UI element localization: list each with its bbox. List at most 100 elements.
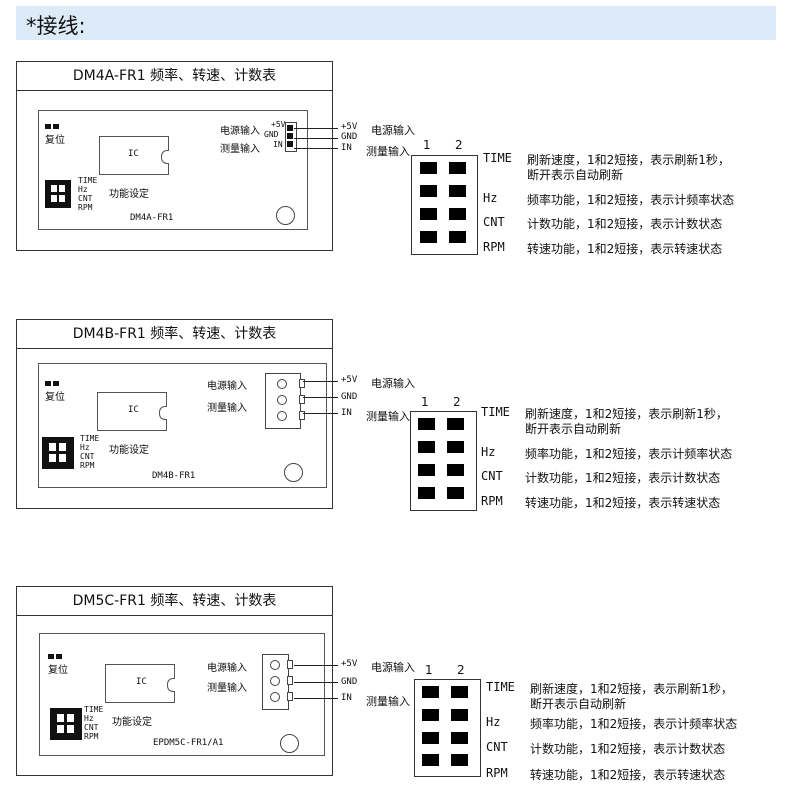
wire-in-label: IN bbox=[341, 408, 352, 418]
wire-measure-label: 测量输入 bbox=[366, 145, 410, 158]
jumper-pin-icon bbox=[447, 418, 464, 430]
jumper-pin-icon bbox=[418, 464, 435, 476]
jumper-col1-label: 1 bbox=[421, 395, 429, 409]
ic-chip: IC bbox=[97, 392, 167, 431]
panel-title: DM4A-FR1 频率、转速、计数表 bbox=[17, 62, 332, 91]
mode-desc-time: 刷新速度，1和2短接，表示刷新1秒， bbox=[530, 682, 733, 696]
mode-key-hz: Hz bbox=[481, 445, 496, 459]
terminal-screw-icon bbox=[270, 692, 280, 702]
mode-hz: Hz bbox=[78, 185, 88, 194]
mode-desc-hz: 频率功能，1和2短接，表示计频率状态 bbox=[525, 447, 733, 461]
terminal-tab-icon bbox=[287, 676, 293, 685]
jumper-pin-icon bbox=[449, 208, 466, 220]
measure-input-label: 测量输入 bbox=[207, 403, 247, 414]
ic-chip: IC bbox=[105, 664, 175, 703]
dip-switch-cell bbox=[57, 725, 64, 733]
wire-plus5v-label: +5V bbox=[341, 375, 358, 385]
terminal-screw-icon bbox=[270, 660, 280, 670]
mode-desc-rpm: 转速功能，1和2短接，表示转速状态 bbox=[527, 242, 723, 256]
dip-switch-cell bbox=[51, 195, 57, 202]
mode-time: TIME bbox=[84, 705, 104, 714]
panel-title: DM5C-FR1 频率、转速、计数表 bbox=[17, 587, 332, 616]
jumper-pin-icon bbox=[418, 487, 435, 499]
wire-gnd bbox=[294, 138, 338, 139]
mode-key-hz: Hz bbox=[483, 191, 498, 205]
mode-desc-cnt: 计数功能，1和2短接，表示计数状态 bbox=[530, 742, 726, 756]
mode-desc-cnt: 计数功能，1和2短接，表示计数状态 bbox=[527, 217, 723, 231]
wire-gnd bbox=[303, 397, 338, 398]
power-input-label: 电源输入 bbox=[220, 126, 260, 137]
jumper-pin-icon bbox=[420, 185, 437, 197]
reset-button-icon bbox=[45, 381, 51, 386]
function-set-label: 功能设定 bbox=[109, 189, 149, 200]
wire-plus5v-label: +5V bbox=[341, 122, 358, 132]
mode-desc-rpm: 转速功能，1和2短接，表示转速状态 bbox=[530, 768, 726, 782]
jumper-col2-label: 2 bbox=[455, 138, 463, 152]
mount-hole-icon bbox=[280, 734, 299, 753]
wire-measure-label: 测量输入 bbox=[366, 410, 410, 423]
jumper-pin-icon bbox=[451, 732, 468, 744]
wire-measure-label: 测量输入 bbox=[366, 695, 410, 708]
reset-button-icon bbox=[53, 381, 59, 386]
wire-in-label: IN bbox=[341, 693, 352, 703]
mode-key-cnt: CNT bbox=[483, 215, 505, 229]
ic-label: IC bbox=[128, 405, 139, 415]
terminal-tab-icon bbox=[287, 692, 293, 701]
model-label: EPDM5C-FR1/A1 bbox=[153, 738, 224, 748]
dip-switch-cell bbox=[59, 454, 66, 462]
terminal-screw-icon bbox=[277, 379, 287, 389]
ic-chip: IC bbox=[99, 136, 169, 175]
function-set-label: 功能设定 bbox=[112, 717, 152, 728]
mode-hz: Hz bbox=[80, 443, 90, 452]
wire-plus5v-label: +5V bbox=[341, 659, 358, 669]
power-input-label: 电源输入 bbox=[207, 381, 247, 392]
jumper-pin-icon bbox=[418, 418, 435, 430]
jumper-pin-icon bbox=[422, 686, 439, 698]
jumper-pin-icon bbox=[449, 231, 466, 243]
jumper-pin-icon bbox=[451, 709, 468, 721]
circuit-board: 复位 IC TIME Hz CNT RPM 功能设定 DM4B-FR1 电源输入… bbox=[38, 363, 327, 488]
mode-key-time: TIME bbox=[486, 680, 515, 694]
panel-dm5c: DM5C-FR1 频率、转速、计数表 复位 IC TIME Hz CNT RPM… bbox=[16, 586, 333, 776]
wire-power-label: 电源输入 bbox=[371, 124, 415, 137]
jumper-pin-icon bbox=[422, 709, 439, 721]
mode-cnt: CNT bbox=[80, 452, 95, 461]
mode-time: TIME bbox=[80, 434, 100, 443]
panel-dm4b: DM4B-FR1 频率、转速、计数表 复位 IC TIME Hz CNT RPM… bbox=[16, 319, 333, 509]
dip-switch-icon bbox=[42, 437, 74, 469]
mode-desc-cnt: 计数功能，1和2短接，表示计数状态 bbox=[525, 471, 721, 485]
jumper-pin-icon bbox=[420, 162, 437, 174]
mode-cnt: CNT bbox=[84, 723, 99, 732]
power-input-label: 电源输入 bbox=[207, 663, 247, 674]
wire-gnd-label: GND bbox=[341, 132, 358, 142]
jumper-pin-icon bbox=[422, 732, 439, 744]
pin-plus5v-label: +5V bbox=[271, 120, 286, 129]
terminal-tab-icon bbox=[299, 395, 305, 404]
jumper-col1-label: 1 bbox=[423, 138, 431, 152]
jumper-pin-icon bbox=[447, 487, 464, 499]
dip-switch-cell bbox=[51, 185, 57, 192]
wire-in bbox=[303, 413, 338, 414]
wire-power-label: 电源输入 bbox=[371, 377, 415, 390]
reset-label: 复位 bbox=[45, 392, 65, 403]
pin-icon bbox=[287, 125, 293, 131]
circuit-board: 复位 IC TIME Hz CNT RPM 功能设定 DM4A-FR1 电源输入… bbox=[38, 110, 308, 230]
jumper-pin-icon bbox=[451, 686, 468, 698]
mode-desc-time-2: 断开表示自动刷新 bbox=[530, 697, 627, 711]
mode-key-cnt: CNT bbox=[486, 740, 508, 754]
function-set-label: 功能设定 bbox=[109, 445, 149, 456]
dip-switch-cell bbox=[59, 195, 65, 202]
measure-input-label: 测量输入 bbox=[220, 144, 260, 155]
model-label: DM4A-FR1 bbox=[130, 213, 174, 223]
jumper-pin-icon bbox=[418, 441, 435, 453]
jumper-pin-icon bbox=[447, 441, 464, 453]
jumper-col1-label: 1 bbox=[425, 663, 433, 677]
panel-title: DM4B-FR1 频率、转速、计数表 bbox=[17, 320, 332, 349]
pin-gnd-label: GND bbox=[264, 130, 279, 139]
wire-plus5v bbox=[303, 381, 338, 382]
section-header: *接线: bbox=[16, 6, 776, 40]
mode-desc-time: 刷新速度，1和2短接，表示刷新1秒， bbox=[525, 407, 728, 421]
ic-label: IC bbox=[136, 677, 147, 687]
mode-key-rpm: RPM bbox=[486, 766, 508, 780]
terminal-screw-icon bbox=[277, 395, 287, 405]
